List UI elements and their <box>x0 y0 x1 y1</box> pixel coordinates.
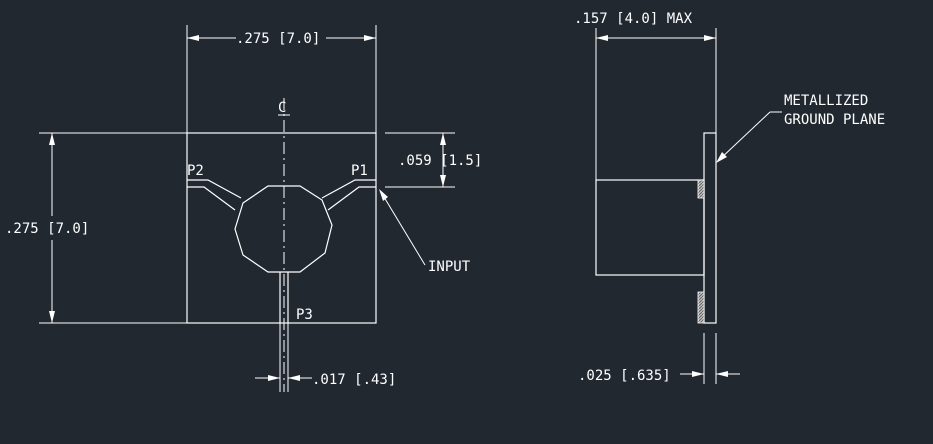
input-arrow <box>379 189 388 201</box>
label-ground-plane: GROUND PLANE <box>784 112 885 128</box>
dim-left-height: .275 [7.0] <box>5 221 89 237</box>
arrow-width-left <box>268 375 280 381</box>
arrow-port-top <box>440 133 446 145</box>
arrow-ground-right <box>716 371 728 377</box>
dim-port-offset: .059 [1.5] <box>398 153 482 169</box>
p2-line-top <box>187 179 242 199</box>
dim-ground-thickness: .025 [.635] <box>578 368 671 384</box>
substrate-outline <box>186 132 377 324</box>
label-input: INPUT <box>428 259 471 275</box>
label-metallized: METALLIZED <box>784 93 868 109</box>
label-p1: P1 <box>351 163 368 179</box>
ferrite-disk <box>234 185 333 273</box>
ground-arrow <box>716 152 727 163</box>
p1-line-top <box>321 179 376 199</box>
input-leader <box>380 191 426 266</box>
arrow-left-top <box>49 133 55 145</box>
dim-max-thickness: .157 [4.0] MAX <box>574 11 693 27</box>
arrow-top-right <box>364 35 376 41</box>
arrow-max-left <box>596 35 608 41</box>
arrow-left-bottom <box>49 311 55 323</box>
arrow-max-right <box>704 35 716 41</box>
label-p3: P3 <box>296 307 313 323</box>
p1-line-bottom <box>327 186 376 211</box>
arrow-top-left <box>187 35 199 41</box>
arrow-port-bottom <box>440 175 446 187</box>
port-tab-bottom <box>697 291 705 324</box>
dim-line-width: .017 [.43] <box>312 372 396 388</box>
p2-line-bottom <box>187 186 236 211</box>
arrow-width-right <box>288 375 300 381</box>
substrate-side <box>703 132 717 324</box>
label-p2: P2 <box>187 163 204 179</box>
magnet-body <box>595 179 705 276</box>
port-tab-top <box>697 179 705 199</box>
front-view: C P2 P1 P3 INPUT .275 [7.0] <box>5 25 482 392</box>
side-view: .157 [4.0] MAX METALLIZED GROUND PLANE .… <box>574 11 885 384</box>
dim-top-width: .275 [7.0] <box>236 31 320 47</box>
ground-leader <box>718 111 771 161</box>
centerline-symbol: C <box>278 100 286 116</box>
arrow-ground-left <box>692 371 704 377</box>
